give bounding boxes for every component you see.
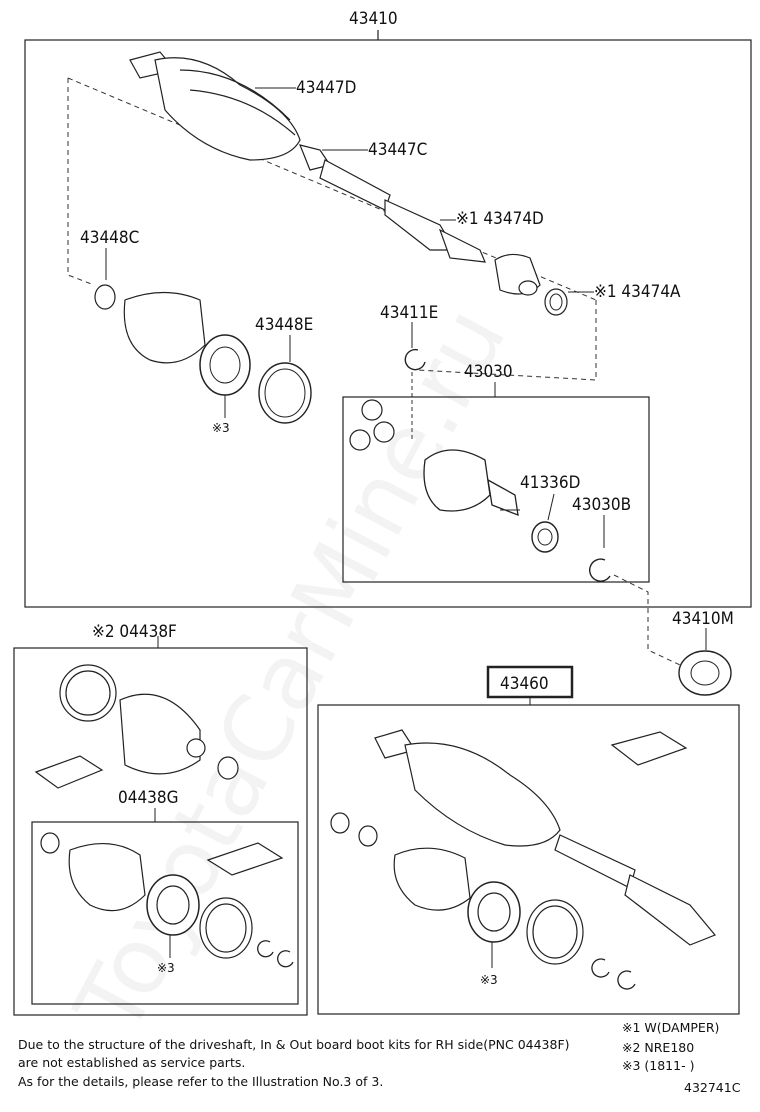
tripod-joint xyxy=(349,399,395,451)
legend-mark-3: ※3 (1811- ) xyxy=(622,1058,695,1073)
clamp-43474A xyxy=(544,288,568,316)
frame-43030 xyxy=(342,396,650,583)
note-line-3: As for the details, please refer to the … xyxy=(18,1074,384,1089)
label-41336D: 41336D xyxy=(520,473,580,493)
assembly-outline-dashed xyxy=(67,78,95,286)
inner-joint-43030 xyxy=(423,449,519,517)
label-43474D: ※1 43474D xyxy=(456,209,544,229)
label-43460: 43460 xyxy=(500,674,549,694)
frame-43460 xyxy=(317,704,740,1015)
mark-3-left: ※3 xyxy=(157,961,175,975)
label-43447C: 43447C xyxy=(368,140,427,160)
damper-43474D xyxy=(494,253,541,296)
label-43448C: 43448C xyxy=(80,228,139,248)
frame-04438F xyxy=(13,647,308,1016)
label-43474A: ※1 43474A xyxy=(594,282,681,302)
inner-parts-43460 xyxy=(330,812,584,965)
snap-ring-43411E xyxy=(404,348,426,371)
label-43410M: 43410M xyxy=(672,609,734,629)
boot-kit-04438F-parts xyxy=(34,664,239,789)
clamp-43448C xyxy=(94,284,116,310)
legend-mark-2: ※2 NRE180 xyxy=(622,1040,695,1055)
inner-boot xyxy=(123,291,206,364)
inner-joint-housing xyxy=(199,334,251,396)
label-43030B: 43030B xyxy=(572,495,631,515)
mark-3-right: ※3 xyxy=(480,973,498,987)
watermark: ToyotaCarMine.ru xyxy=(54,290,526,1051)
driveshaft-outer-assembly xyxy=(129,51,486,263)
label-43030: 43030 xyxy=(464,362,513,382)
diagram-id: 432741C xyxy=(684,1080,741,1095)
seal-41336D xyxy=(531,521,559,553)
note-line-1: Due to the structure of the driveshaft, … xyxy=(18,1037,570,1052)
frame-43410 xyxy=(24,39,752,608)
bearing-43410M xyxy=(678,650,732,696)
boot-kit-04438G-parts xyxy=(40,832,284,959)
clamp-43448E xyxy=(258,362,312,424)
driveshaft-43460-assembly xyxy=(374,729,716,946)
label-04438F: ※2 04438F xyxy=(92,622,177,642)
label-43410: 43410 xyxy=(349,9,398,29)
frame-04438G xyxy=(31,821,299,1005)
label-04438G: 04438G xyxy=(118,788,179,808)
note-line-2: are not established as service parts. xyxy=(18,1055,246,1070)
label-43447D: 43447D xyxy=(296,78,356,98)
label-43411E: 43411E xyxy=(380,303,438,323)
legend-mark-1: ※1 W(DAMPER) xyxy=(622,1020,720,1035)
snap-ring-43030B xyxy=(589,558,611,582)
mark-3-top: ※3 xyxy=(212,421,230,435)
label-43448E: 43448E xyxy=(255,315,313,335)
